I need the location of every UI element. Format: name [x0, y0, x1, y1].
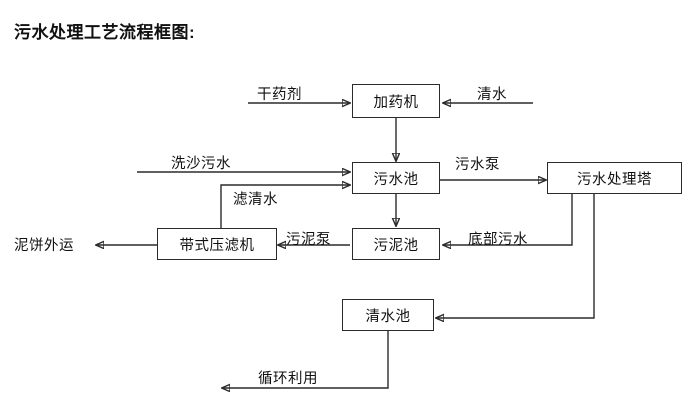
- node-sludge-pool[interactable]: 污泥池: [352, 228, 440, 260]
- node-dosing-machine[interactable]: 加药机: [352, 84, 440, 118]
- node-treatment-tower[interactable]: 污水处理塔: [547, 162, 682, 194]
- node-clean-water-pool[interactable]: 清水池: [342, 299, 434, 331]
- node-dosing-machine-label: 加药机: [373, 94, 419, 111]
- edge-label-recycle-reuse: 循环利用: [258, 371, 318, 387]
- node-sludge-pool-label: 污泥池: [373, 237, 419, 254]
- node-belt-filter-press-label: 带式压滤机: [179, 237, 255, 254]
- node-belt-filter-press[interactable]: 带式压滤机: [157, 228, 277, 260]
- page-title: 污水处理工艺流程框图:: [14, 23, 196, 42]
- edge-label-dry-chemical: 干药剂: [257, 87, 302, 103]
- edge-label-sludge-pump: 污泥泵: [286, 232, 331, 248]
- edge-label-bottom-wastewater: 底部污水: [468, 232, 528, 248]
- edge-label-clean-water: 清水: [477, 87, 507, 103]
- edge-label-wastewater-pump: 污水泵: [455, 157, 500, 173]
- node-wastewater-pool[interactable]: 污水池: [352, 162, 440, 194]
- node-wastewater-pool-label: 污水池: [373, 171, 419, 188]
- node-clean-water-pool-label: 清水池: [365, 308, 411, 325]
- edge-label-sand-wash-wastewater: 洗沙污水: [171, 156, 231, 172]
- edge-label-filtered-clean-water: 滤清水: [233, 192, 278, 208]
- node-treatment-tower-label: 污水处理塔: [577, 171, 652, 188]
- terminal-label-mud-cake-out: 泥饼外运: [14, 238, 74, 254]
